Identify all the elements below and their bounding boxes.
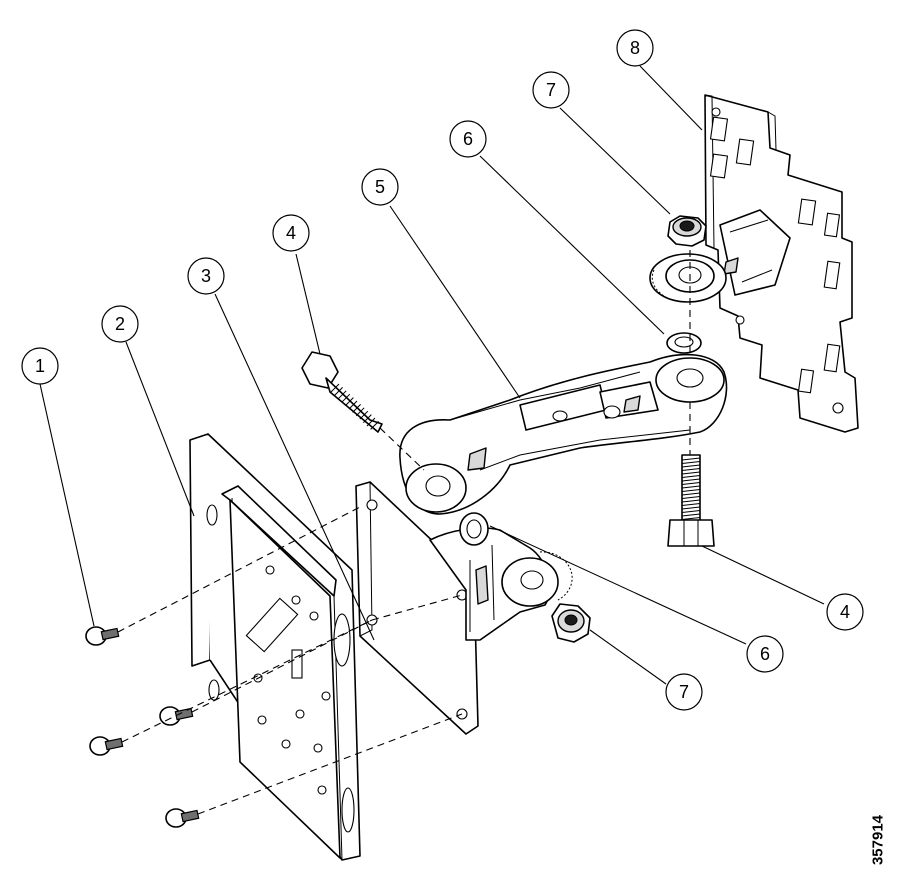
svg-text:7: 7 xyxy=(546,80,556,100)
thread-line xyxy=(681,485,701,489)
svg-text:4: 4 xyxy=(286,223,296,243)
drawing-number: 357914 xyxy=(858,800,898,880)
thread-line xyxy=(681,478,701,482)
thread-line xyxy=(681,496,701,499)
svg-text:8: 8 xyxy=(630,38,640,58)
thread-line xyxy=(363,414,372,423)
adapter-plate-part-2 xyxy=(189,433,361,861)
thread-line xyxy=(681,517,701,520)
callout-2: 2 xyxy=(101,305,139,343)
thread-line xyxy=(681,513,701,517)
thread-line xyxy=(681,482,701,485)
thread-line xyxy=(681,503,701,506)
svg-text:6: 6 xyxy=(463,129,473,149)
callout-3: 3 xyxy=(187,257,225,295)
thread-line xyxy=(681,475,701,478)
screw-lower xyxy=(89,736,124,756)
svg-text:7: 7 xyxy=(679,682,689,702)
callout-4-upper: 4 xyxy=(272,214,310,252)
thread-line xyxy=(681,510,701,513)
thread-line xyxy=(681,499,701,503)
callout-8: 8 xyxy=(616,29,654,67)
thread-line xyxy=(681,492,701,496)
assembly-paths xyxy=(117,250,691,815)
mounting-plate-part-3 xyxy=(355,481,573,735)
thread-line xyxy=(681,468,701,471)
hex-bolt-lower-right xyxy=(667,454,715,547)
thread-line xyxy=(355,407,365,417)
svg-text:6: 6 xyxy=(760,644,770,664)
callout-7-upper: 7 xyxy=(532,71,570,109)
thread-line xyxy=(370,421,379,430)
drawing-number-text: 357914 xyxy=(869,814,887,866)
wall-bracket-part-8 xyxy=(649,94,859,433)
callout-4-lower: 4 xyxy=(826,593,864,631)
callout-7-lower: 7 xyxy=(665,673,703,711)
thread-line xyxy=(359,410,369,420)
screw-top xyxy=(85,626,120,646)
thread-line xyxy=(352,404,361,413)
thread-line xyxy=(681,464,701,468)
callout-1: 1 xyxy=(21,347,59,385)
thread-line xyxy=(345,397,354,406)
thread-line xyxy=(681,506,701,510)
svg-text:2: 2 xyxy=(115,314,125,334)
thread-line xyxy=(681,457,701,461)
flange-nut-lower xyxy=(551,603,591,643)
flange-nut-upper xyxy=(667,215,707,247)
leader-lines xyxy=(39,65,825,685)
thread-line xyxy=(330,383,340,393)
callout-5: 5 xyxy=(361,168,399,206)
hex-bolt-upper-left xyxy=(301,351,383,433)
thread-line xyxy=(681,461,701,464)
callout-6-lower: 6 xyxy=(746,635,784,673)
thread-line xyxy=(337,390,347,400)
thread-line xyxy=(334,387,343,396)
swing-arm-part-5 xyxy=(399,353,728,515)
svg-text:4: 4 xyxy=(840,602,850,622)
thread-line xyxy=(366,417,376,427)
lock-washer-lower xyxy=(459,512,489,546)
thread-line xyxy=(341,393,351,403)
svg-text:3: 3 xyxy=(201,266,211,286)
thread-line xyxy=(681,471,701,475)
callout-6-upper: 6 xyxy=(449,120,487,158)
svg-text:1: 1 xyxy=(35,356,45,376)
svg-text:5: 5 xyxy=(375,177,385,197)
lock-washer-upper xyxy=(666,332,702,354)
thread-line xyxy=(348,400,358,410)
thread-line xyxy=(681,489,701,492)
screw-bottom xyxy=(165,808,200,828)
